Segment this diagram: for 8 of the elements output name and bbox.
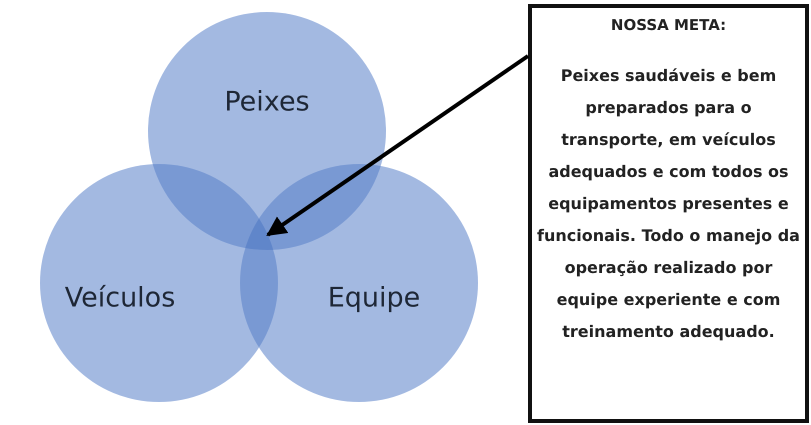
venn-intersection [245, 218, 274, 250]
goal-text: Peixes saudáveis e bem preparados para o transporte, em veículos adequados e com todos os equipamentos presentes e funcionais. Todo o manejo da operação realizado por equipe experiente e com treinamento adequado. [536, 65, 801, 343]
goal-box [528, 4, 809, 423]
circle-label: Peixes [224, 86, 310, 118]
circle-label: Veículos [64, 282, 176, 314]
goal-heading: NOSSA META: [610, 16, 726, 34]
leader-arrow [266, 54, 530, 237]
circle-label: Equipe [328, 282, 420, 314]
